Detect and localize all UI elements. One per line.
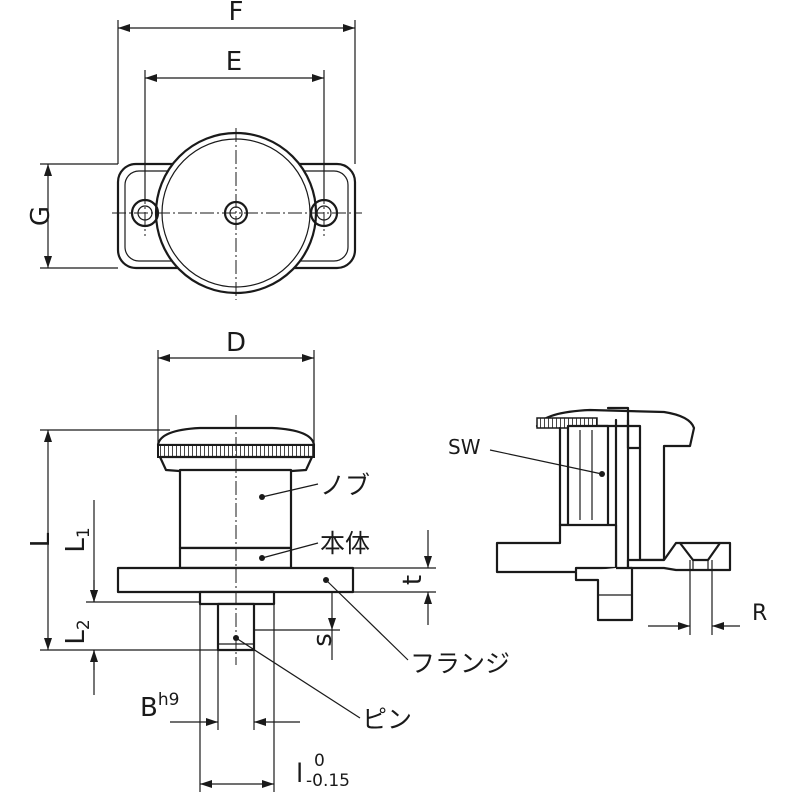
dim-r-label: R [752, 601, 767, 626]
sw-label: SW [448, 435, 481, 459]
sw-callout-line [489, 449, 603, 475]
section-countersink [678, 541, 722, 562]
dim-l-label: L [26, 532, 56, 547]
dim-lsmall-label: l [296, 759, 303, 789]
knob-cap [156, 426, 316, 447]
pin-label: ピン [362, 705, 412, 734]
section-flange [495, 523, 618, 574]
dim-l1-label: L1 [61, 527, 94, 552]
dim-d-label: D [226, 328, 246, 358]
dim-b-label: Bh9 [140, 690, 179, 723]
section-knob-cap [535, 408, 696, 562]
dim-e-label: E [226, 47, 242, 77]
flange-label: フランジ [410, 649, 510, 678]
lower-boss [198, 590, 276, 606]
section-view: SW R [448, 406, 767, 635]
dim-lsmall-tol-lower: -0.15 [306, 771, 350, 791]
section-inner-body [566, 424, 610, 528]
dim-lsmall-tol-upper: 0 [314, 751, 325, 771]
flange-callout-line [325, 579, 409, 661]
body-label: 本体 [320, 529, 370, 558]
body-callout-line [261, 542, 319, 559]
section-lower-shaft [574, 566, 634, 622]
section-knob-sleeve [558, 426, 570, 527]
pin-callout-line [235, 637, 361, 719]
dim-l2-label: L2 [61, 619, 94, 644]
front-view: D L L1 L2 t s [26, 328, 510, 792]
knob-label: ノブ [320, 471, 370, 500]
dim-s-label: s [308, 633, 338, 647]
dim-f-label: F [229, 0, 244, 27]
knob-callout-line [261, 483, 319, 498]
top-view: F E G [26, 0, 362, 300]
dim-t-label: t [398, 575, 428, 585]
section-flange-right [626, 541, 732, 572]
dim-g-label: G [26, 206, 56, 226]
